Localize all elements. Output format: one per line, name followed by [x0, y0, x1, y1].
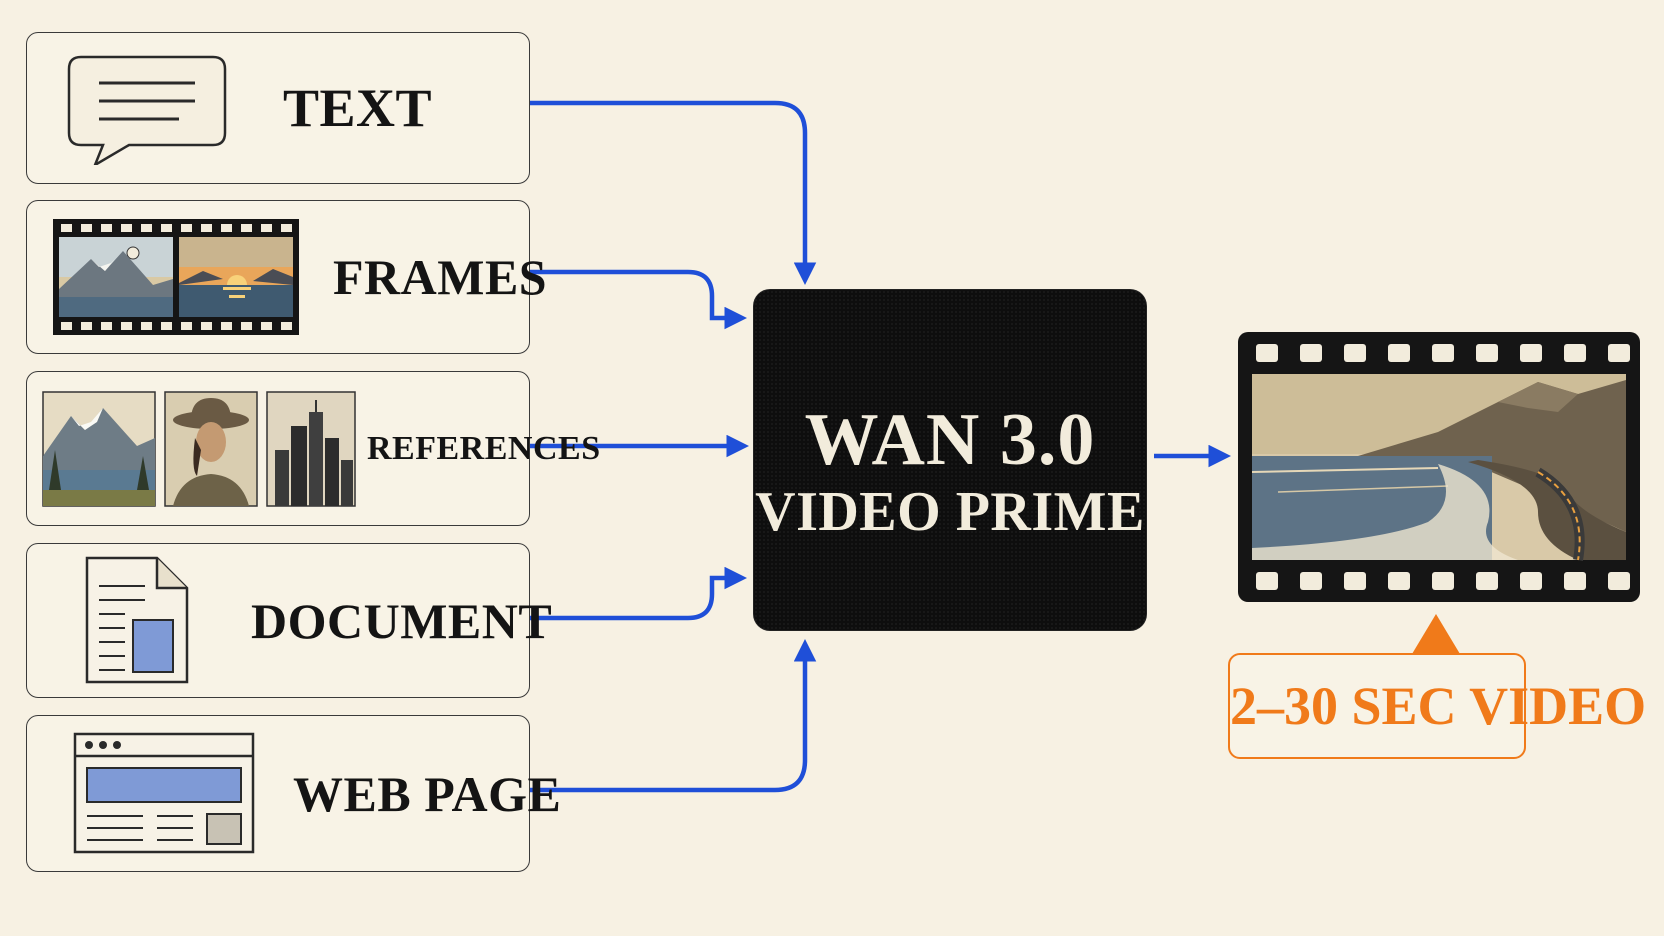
film-strip-icon: [53, 219, 299, 335]
reference-images-icon: [42, 391, 356, 507]
model-box: WAN 3.0 VIDEO PRIME: [754, 290, 1146, 630]
input-label-text: TEXT: [283, 78, 433, 138]
model-subtitle: VIDEO PRIME: [755, 481, 1145, 543]
video-film-icon: [1238, 332, 1640, 602]
input-label-references: REFERENCES: [367, 429, 601, 467]
arrow-frames-to-model: [530, 269, 747, 330]
input-label-document: DOCUMENT: [251, 592, 553, 649]
model-title: WAN 3.0: [804, 399, 1096, 481]
input-card-frames: FRAMES: [26, 200, 547, 354]
input-card-web-page: WEB PAGE: [26, 715, 561, 872]
input-card-references: REFERENCES: [26, 371, 600, 526]
input-label-frames: FRAMES: [333, 249, 548, 305]
badge-pointer-icon: [1412, 614, 1460, 654]
input-label-web-page: WEB PAGE: [293, 765, 562, 822]
speech-bubble-icon: [67, 55, 227, 165]
arrow-text-to-model: [530, 100, 817, 285]
output-label: 2–30 SEC VIDEO: [1230, 676, 1647, 736]
arrow-document-to-model: [530, 566, 747, 621]
web-page-icon: [73, 732, 255, 854]
input-card-text: TEXT: [26, 32, 530, 184]
document-icon: [85, 556, 189, 684]
arrow-webpage-to-model: [530, 639, 817, 793]
output-badge: 2–30 SEC VIDEO: [1228, 653, 1647, 759]
input-card-document: DOCUMENT: [26, 543, 552, 698]
